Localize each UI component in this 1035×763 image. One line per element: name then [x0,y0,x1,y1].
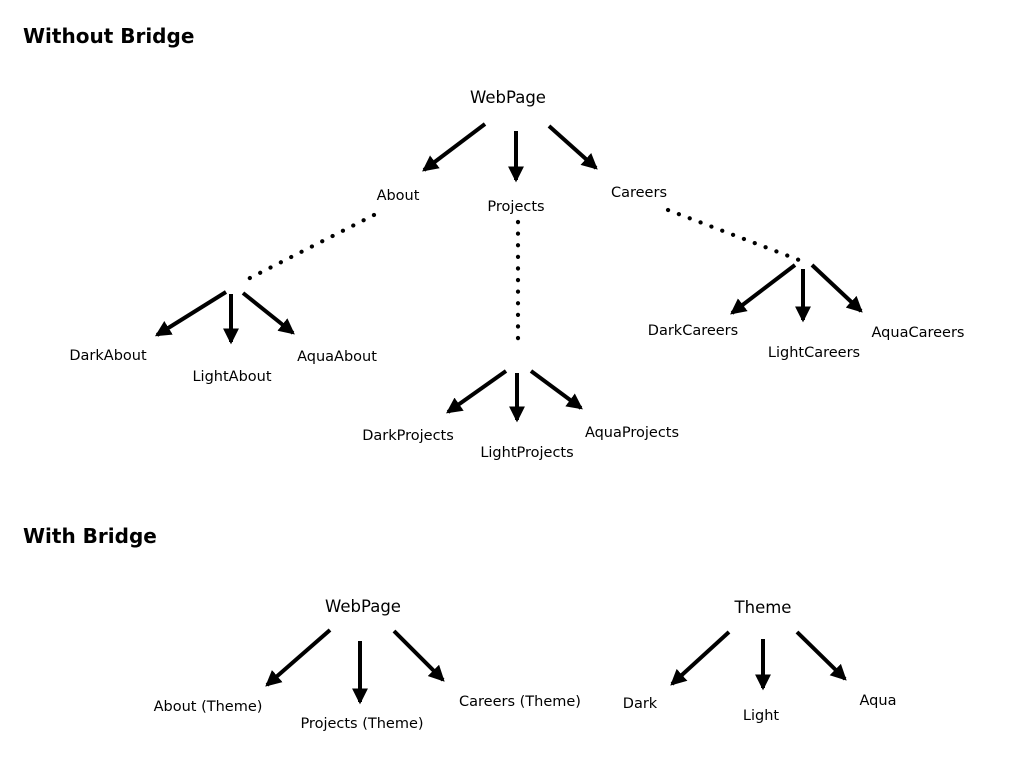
edge-theme-dark [670,630,731,686]
edge-webpage-careerstheme [392,629,445,682]
careers-variants-subtree: DarkCareers LightCareers AquaCareers [648,263,965,361]
node-aquaprojects: AquaProjects [585,425,679,441]
node-lightabout: LightAbout [192,369,271,385]
bridge-webpage-tree: WebPage About (Theme) Projects (Theme) C… [154,597,581,732]
node-webpage: WebPage [470,88,546,107]
edge-webpage-abouttheme [265,628,332,687]
node-light: Light [743,708,780,724]
edge-projects-darkprojects [446,369,508,414]
node-projects-theme: Projects (Theme) [300,716,423,732]
without-bridge-title: Without Bridge [23,24,194,48]
edge-webpage-careers [547,124,598,170]
node-careers-theme: Careers (Theme) [459,694,581,710]
edge-about-aquaabout [241,291,295,335]
node-dark: Dark [623,696,658,712]
node-darkcareers: DarkCareers [648,323,738,339]
node-darkabout: DarkAbout [69,348,147,364]
node-about: About [377,188,420,204]
node-aquacareers: AquaCareers [872,325,965,341]
projects-variants-subtree: DarkProjects LightProjects AquaProjects [362,369,679,461]
edge-about-darkabout [154,290,228,337]
node-theme: Theme [734,598,792,617]
node-webpage-bridge: WebPage [325,597,401,616]
with-bridge-title: With Bridge [23,524,157,548]
edge-projects-aquaprojects [529,369,583,410]
dotted-careers-variants [665,207,802,263]
node-aqua: Aqua [860,693,897,709]
about-variants-subtree: DarkAbout LightAbout AquaAbout [69,290,377,385]
node-projects: Projects [487,199,544,215]
without-bridge-section: Without Bridge WebPage About Projects Ca… [23,24,964,461]
bridge-theme-tree: Theme Dark Light Aqua [623,598,897,724]
with-bridge-section: With Bridge WebPage About (Theme) Projec… [23,524,896,732]
node-darkprojects: DarkProjects [362,428,454,444]
node-careers: Careers [611,185,667,201]
edge-careers-aquacareers [810,263,863,313]
edge-careers-darkcareers [730,263,797,315]
edge-theme-aqua [795,630,847,681]
node-about-theme: About (Theme) [154,699,263,715]
node-lightprojects: LightProjects [480,445,573,461]
node-aquaabout: AquaAbout [297,349,377,365]
dotted-about-variants [243,212,377,283]
node-lightcareers: LightCareers [768,345,860,361]
edge-webpage-about [422,122,487,172]
